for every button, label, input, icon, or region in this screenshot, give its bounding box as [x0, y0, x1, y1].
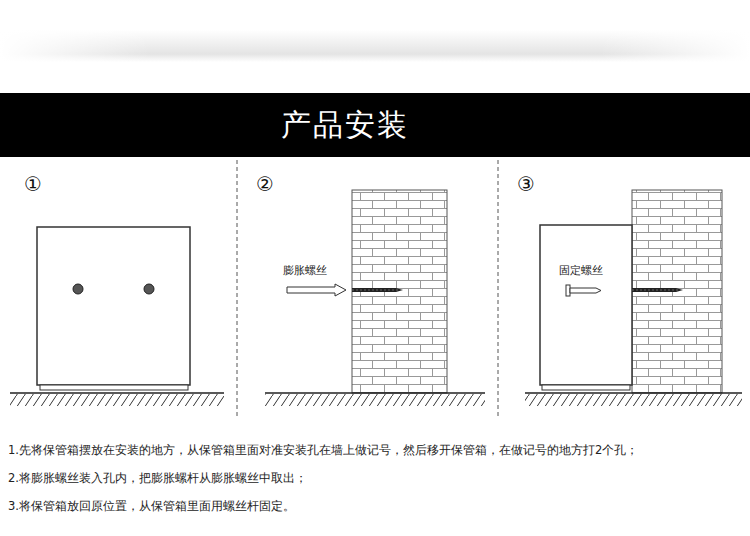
- callout-number: ②: [256, 172, 274, 196]
- divider: [237, 160, 238, 418]
- safe-base: [40, 385, 188, 390]
- ground-line: [525, 392, 742, 394]
- expansion-screw: [352, 288, 403, 292]
- header-bar: [0, 93, 750, 157]
- brick-wall: [632, 190, 722, 393]
- fixing-bolt: [570, 288, 601, 293]
- ground-hatch: [265, 394, 485, 406]
- expansion-screw-icon: [287, 284, 346, 296]
- shadow-band: [0, 30, 750, 62]
- screw-thread: [352, 290, 398, 291]
- safe-box: [540, 225, 632, 385]
- screw-thread: [632, 290, 678, 291]
- brick-wall: [352, 190, 447, 393]
- ground-hatch: [10, 394, 224, 406]
- part-label: 膨胀螺丝: [283, 263, 327, 278]
- callout-number: ③: [517, 172, 535, 196]
- callout-number: ①: [24, 172, 42, 196]
- ground-hatch: [525, 394, 742, 406]
- fixing-screw: [632, 288, 683, 292]
- mount-hole: [144, 284, 154, 294]
- bolt-head: [566, 285, 570, 296]
- shadow-fade: [0, 30, 750, 62]
- ground-line: [10, 392, 224, 394]
- instruction-note: 3.将保管箱放回原位置，从保管箱里面用螺丝杆固定。: [8, 499, 295, 514]
- part-label: 固定螺丝: [559, 263, 603, 278]
- instruction-note: 2.将膨胀螺丝装入孔内，把膨胀螺杆从膨胀螺丝中取出；: [8, 471, 307, 486]
- page-title: 产品安装: [281, 105, 409, 146]
- ground-line: [265, 392, 485, 394]
- instruction-note: 1.先将保管箱摆放在安装的地方，从保管箱里面对准安装孔在墙上做记号，然后移开保管…: [8, 443, 638, 458]
- safe-box: [37, 227, 190, 385]
- divider: [498, 160, 499, 418]
- mount-hole: [73, 284, 83, 294]
- safe-base: [542, 385, 630, 390]
